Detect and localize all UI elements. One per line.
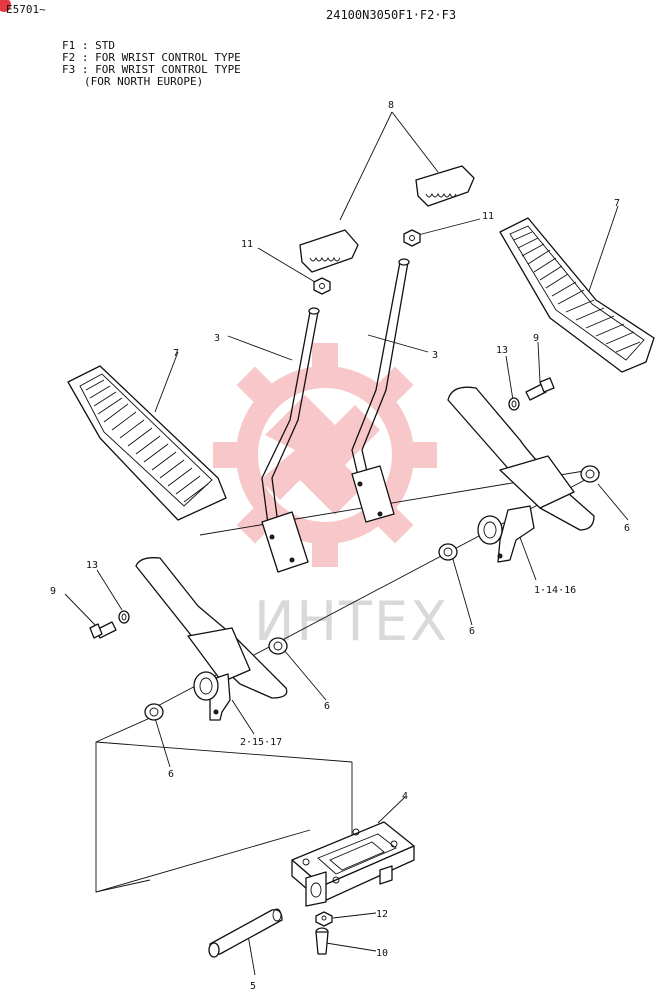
callout-13-right: 13 — [496, 345, 508, 356]
callout-7-left: 7 — [173, 348, 179, 359]
pedal-cap-right — [415, 165, 475, 207]
nut-bracket — [315, 911, 333, 927]
part-code: 24100N3050F1·F2·F3 — [326, 8, 456, 22]
callout-6-left: 6 — [168, 769, 174, 780]
legend-line-3: F3 : FOR WRIST CONTROL TYPE — [62, 63, 241, 76]
callout-6-mid: 6 — [469, 626, 475, 637]
legend-line-4: (FOR NORTH EUROPE) — [84, 75, 203, 88]
legend: F1 : STD F2 : FOR WRIST CONTROL TYPE F3 … — [62, 39, 241, 88]
pedal-right — [447, 386, 595, 563]
callout-9-right: 9 — [533, 333, 539, 344]
legend-line-1: F1 : STD — [62, 39, 115, 52]
callout-13-left: 13 — [86, 560, 98, 571]
callout-4: 4 — [402, 791, 408, 802]
bolt-right — [525, 377, 555, 401]
bushing-left — [144, 703, 164, 721]
pedal-rod-left — [261, 307, 320, 573]
callout-7-right: 7 — [614, 198, 620, 209]
pedal-pad-right — [499, 217, 655, 373]
nut-left — [313, 277, 331, 295]
callout-3-left: 3 — [214, 333, 220, 344]
watermark-gear-logo — [213, 343, 437, 567]
callout-1-14-16: 1·14·16 — [534, 585, 576, 596]
callout-10: 10 — [376, 948, 388, 959]
nut-right — [403, 229, 421, 247]
callout-11-left: 11 — [241, 239, 253, 250]
bolt-bracket — [315, 927, 329, 955]
callout-12: 12 — [376, 909, 388, 920]
callout-11-right: 11 — [482, 211, 494, 222]
pedal-pad-left — [67, 365, 227, 521]
pedal-cap-left — [299, 229, 359, 273]
callout-6-right: 6 — [624, 523, 630, 534]
bracket — [291, 821, 415, 907]
pedal-left — [135, 557, 288, 721]
bolt-left — [89, 621, 117, 639]
pedal-rod-right — [351, 258, 410, 523]
bushing-right — [580, 465, 600, 483]
bushing-mid — [438, 543, 458, 561]
callout-8: 8 — [388, 100, 394, 111]
callout-2-15-17: 2·15·17 — [240, 737, 282, 748]
callout-9-left: 9 — [50, 586, 56, 597]
serial-range: E5701~ — [6, 3, 46, 16]
callout-6-center: 6 — [324, 701, 330, 712]
pin — [208, 908, 283, 958]
callout-5: 5 — [250, 981, 256, 992]
washer-left — [118, 610, 130, 624]
callout-3-right: 3 — [432, 350, 438, 361]
washer-right — [508, 397, 520, 411]
bushing-center — [268, 637, 288, 655]
corner-badge — [0, 0, 11, 12]
legend-line-2: F2 : FOR WRIST CONTROL TYPE — [62, 51, 241, 64]
